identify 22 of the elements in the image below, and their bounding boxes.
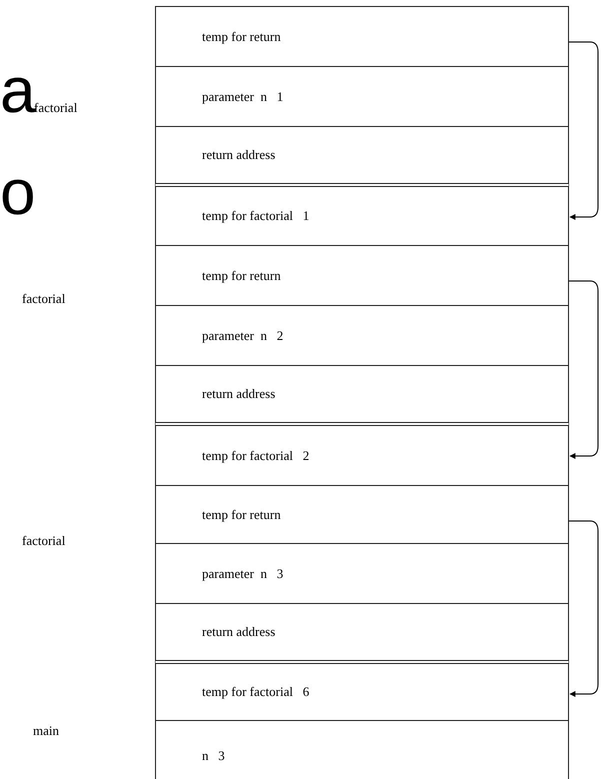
stack-slot: n 3 (155, 720, 569, 779)
stack-slot: parameter n 2 (155, 305, 569, 365)
bracket-arrow (568, 520, 598, 697)
stack-slot: temp for factorial 2 (155, 422, 569, 485)
heading-fragment: a (0, 58, 36, 122)
stack-slot: temp for return (155, 485, 569, 543)
stack-slot: temp for factorial 1 (155, 183, 569, 245)
heading-fragment: o (0, 160, 36, 224)
frame-label: factorial (22, 533, 66, 549)
stack-slot: return address (155, 365, 569, 422)
frame-label: factorial (34, 100, 78, 116)
bracket-arrow (568, 280, 598, 459)
stack-slot: parameter n 3 (155, 543, 569, 603)
frame-label: main (33, 723, 59, 739)
stack-slot: return address (155, 603, 569, 660)
stack-slot: temp for return (155, 245, 569, 305)
stack-slot: parameter n 1 (155, 66, 569, 126)
stack-slot: temp for return (155, 6, 569, 66)
stack-slot: return address (155, 126, 569, 183)
stack-slot: temp for factorial 6 (155, 660, 569, 720)
bracket-arrow (568, 42, 598, 220)
frame-label: factorial (22, 291, 66, 307)
